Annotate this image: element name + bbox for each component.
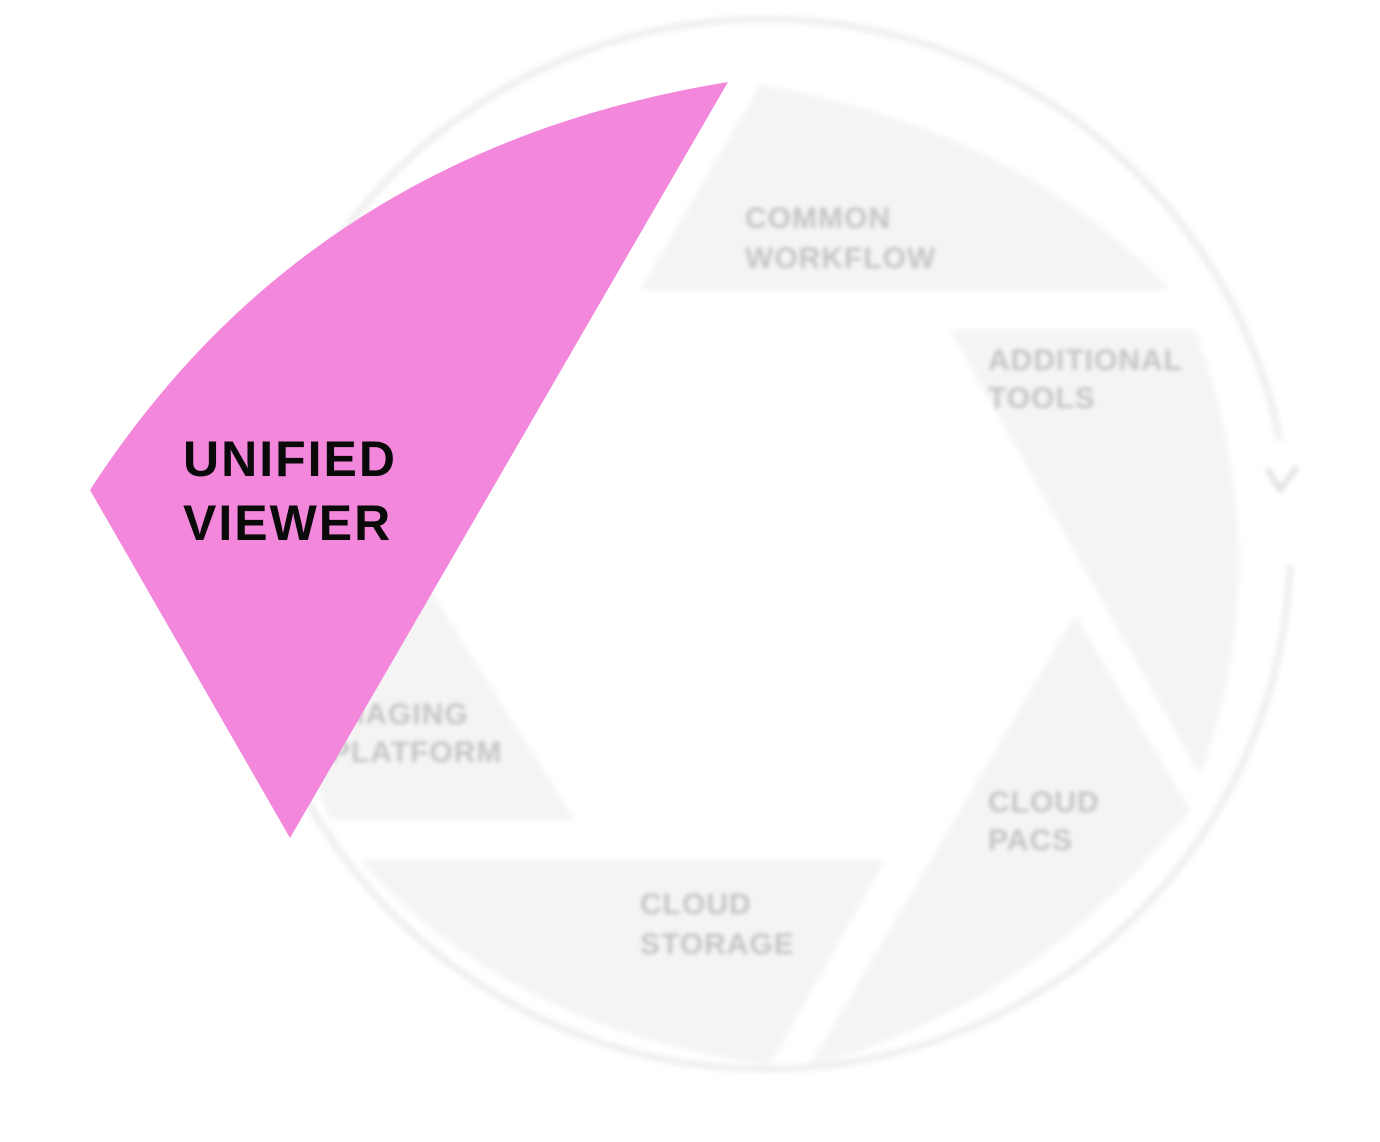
segment-label-common-workflow-2: WORKFLOW [745,242,936,275]
segment-additional-tools[interactable] [950,330,1239,775]
segment-label-cloud-pacs-2: PACS [988,824,1073,857]
segment-label-additional-tools: ADDITIONAL [988,344,1183,377]
inactive-labels: COMMON WORKFLOW ADDITIONAL TOOLS CLOUD P… [330,202,1183,961]
segment-label-common-workflow: COMMON [745,202,891,235]
segment-label-cloud-storage-2: STORAGE [640,928,795,961]
segment-label-cloud-storage: CLOUD [640,888,752,921]
chevron-down-icon [1266,466,1298,492]
segment-cloud-pacs[interactable] [810,615,1190,1065]
segment-cloud-storage[interactable] [360,860,885,1065]
segment-label-unified-viewer-2: VIEWER [183,495,392,551]
segment-unified-viewer[interactable] [90,82,728,838]
segment-label-additional-tools-2: TOOLS [988,382,1096,415]
segment-common-workflow[interactable] [640,85,1170,290]
active-segment-group: UNIFIED VIEWER [90,82,728,838]
segment-label-unified-viewer: UNIFIED [183,431,397,487]
segment-label-imaging-platform-2: PLATFORM [330,736,502,769]
background-layer [237,16,1298,1073]
segment-label-cloud-pacs: CLOUD [988,786,1100,819]
